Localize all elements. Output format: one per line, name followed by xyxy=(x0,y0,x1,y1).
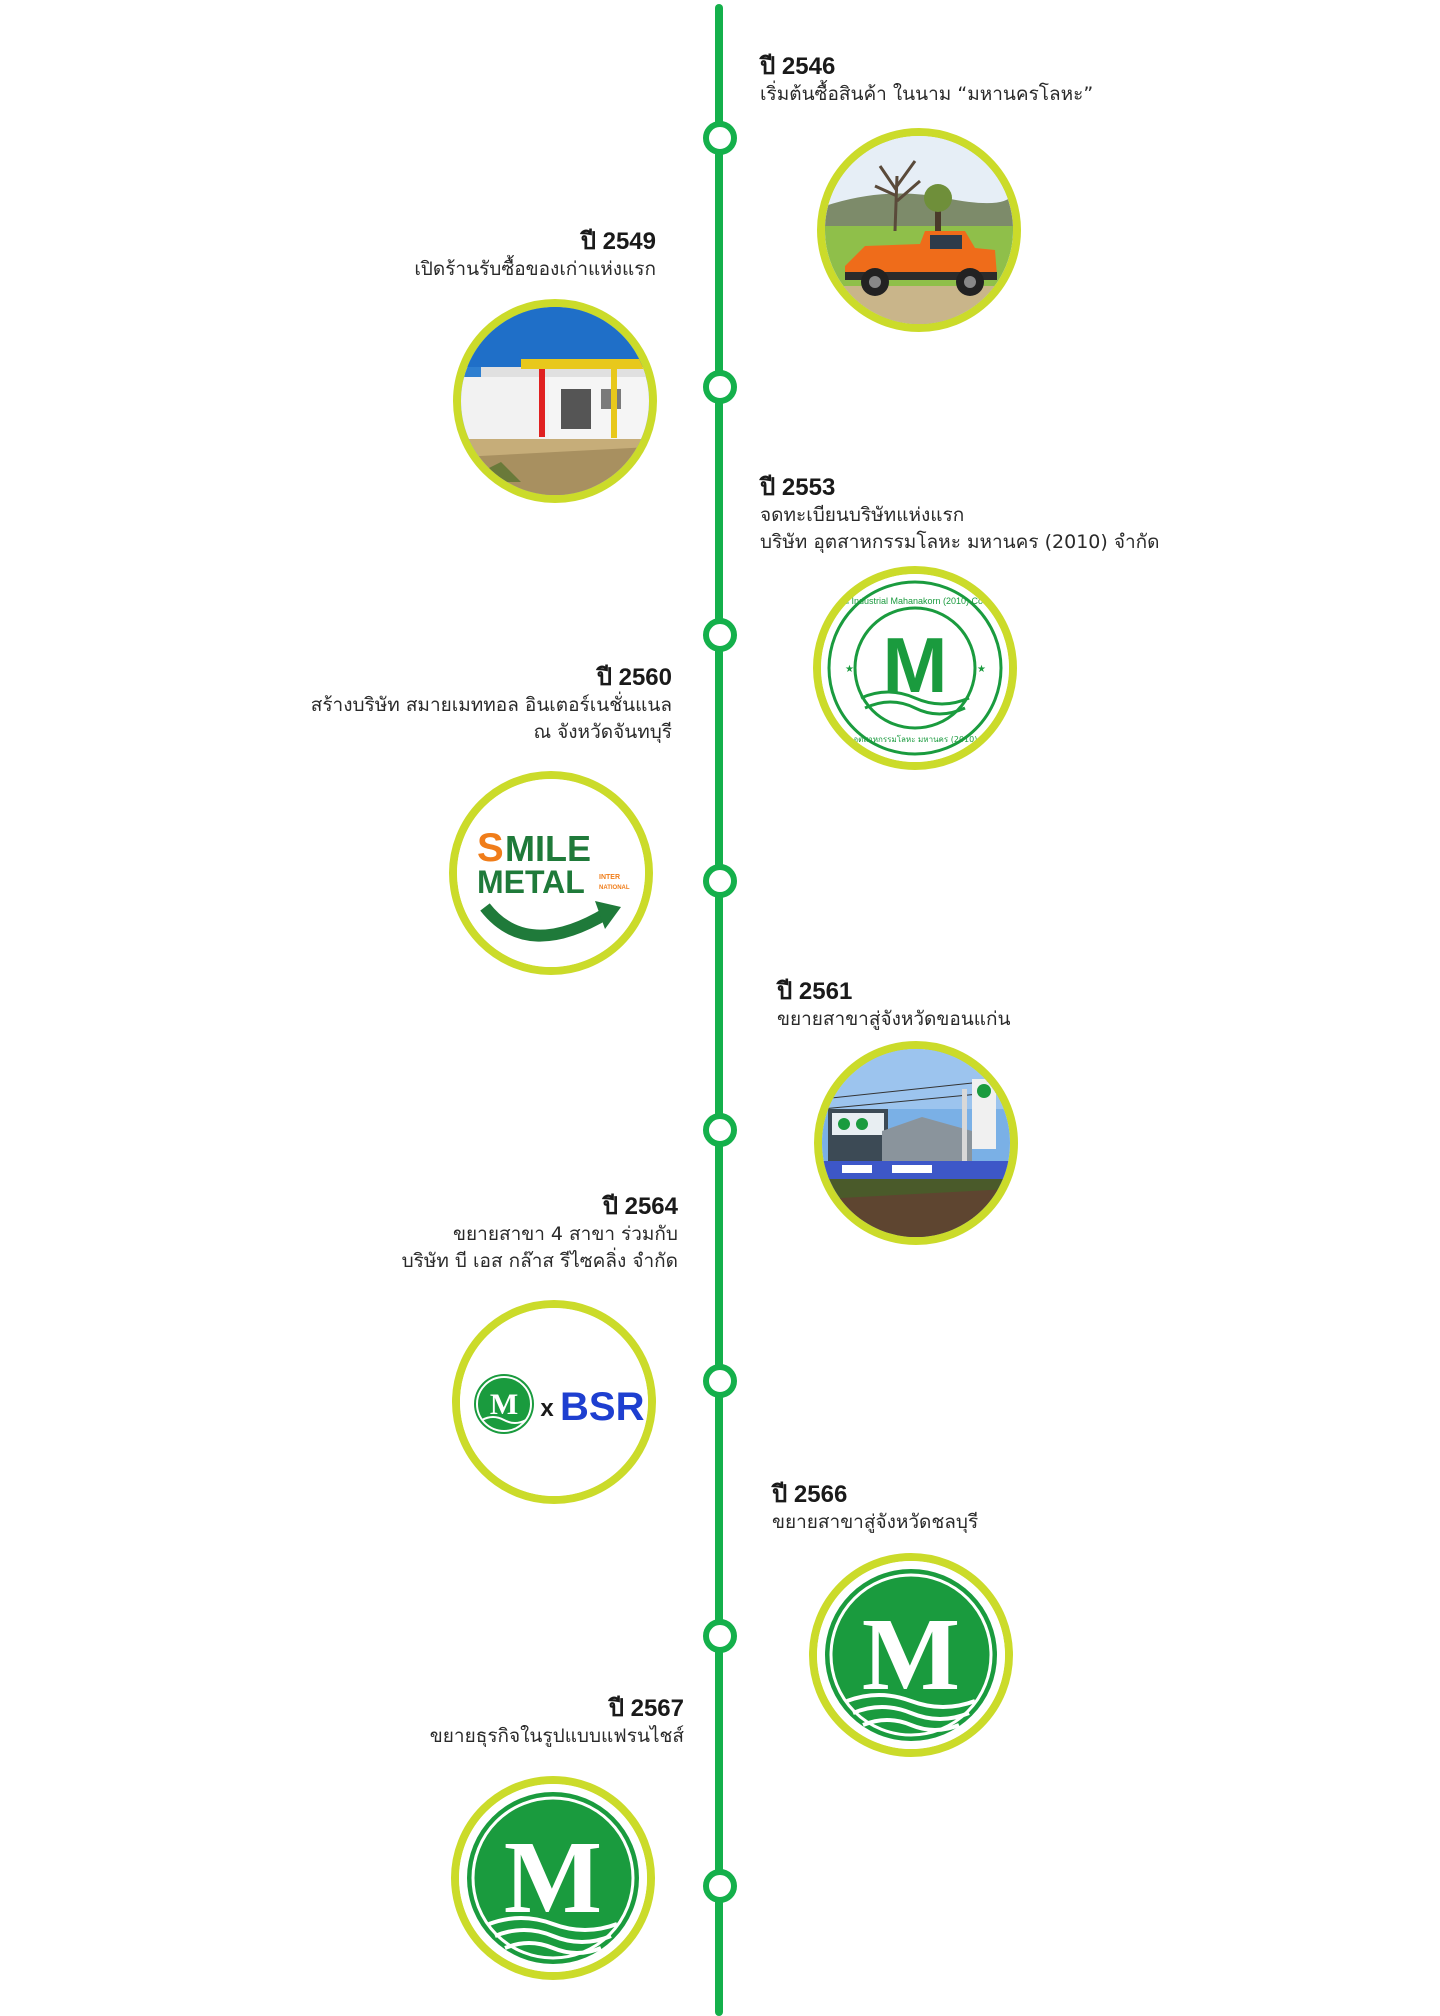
m-x-bsr-logo: M x BSR xyxy=(452,1300,656,1504)
entry-description: ขยายสาขาสู่จังหวัดขอนแก่น xyxy=(777,1008,1011,1030)
m-letter: M xyxy=(504,1820,602,1935)
entry-description: จดทะเบียนบริษัทแห่งแรก xyxy=(760,504,965,526)
timeline-entry-2561: ปี 2561 ขยายสาขาสู่จังหวัดขอนแก่น xyxy=(777,978,1237,1033)
timeline-node xyxy=(703,864,737,898)
entry-description: สร้างบริษัท สมายเมททอล อินเตอร์เนชั่นแนล xyxy=(310,694,672,716)
timeline-entry-2560: ปี 2560 สร้างบริษัท สมายเมททอล อินเตอร์เ… xyxy=(200,664,672,746)
entry-year: ปี 2567 xyxy=(608,1695,684,1722)
timeline-entry-2564: ปี 2564 ขยายสาขา 4 สาขา ร่วมกับ บริษัท บ… xyxy=(200,1193,678,1275)
timeline-node xyxy=(703,121,737,155)
metal-text: METAL xyxy=(477,864,585,900)
timeline-entry-2566: ปี 2566 ขยายสาขาสู่จังหวัดชลบุรี xyxy=(772,1481,1232,1536)
entry-description: ขยายสาขา 4 สาขา ร่วมกับ xyxy=(453,1223,678,1245)
smile-letter-s: S xyxy=(477,826,504,870)
timeline-entry-2567: ปี 2567 ขยายธุรกิจในรูปแบบแฟรนไชส์ xyxy=(200,1695,684,1750)
entry-year: ปี 2564 xyxy=(602,1193,678,1220)
svg-text:★: ★ xyxy=(845,664,854,675)
entry-description: เปิดร้านรับซื้อของเก่าแห่งแรก xyxy=(414,258,656,280)
timeline-node xyxy=(703,1113,737,1147)
timeline-spine xyxy=(715,4,723,2016)
timeline-node xyxy=(703,370,737,404)
m-logo: M xyxy=(451,1776,655,1980)
entry-description: ขยายธุรกิจในรูปแบบแฟรนไชส์ xyxy=(429,1725,684,1747)
seal-m-letter: M xyxy=(883,621,948,709)
timeline-entry-2546: ปี 2546 เริ่มต้นซื้อสินค้า ในนาม “มหานคร… xyxy=(760,53,1240,108)
timeline-entry-2549: ปี 2549 เปิดร้านรับซื้อของเก่าแห่งแรก xyxy=(240,228,656,283)
entry-description: ณ จังหวัดจันทบุรี xyxy=(533,721,672,743)
timeline-node xyxy=(703,1869,737,1903)
seal-ring-text-bottom: บริษัท อุตสาหกรรมโลหะ มหานคร (2010) จำกั… xyxy=(831,734,999,744)
svg-text:★: ★ xyxy=(977,664,986,675)
national-text: NATIONAL xyxy=(599,885,630,891)
timeline-node xyxy=(703,618,737,652)
seal-ring-text-top: Metal Industrial Mahanakorn (2010) Co.,L… xyxy=(827,596,1003,606)
smile-metal-logo: S MILE METAL INTER NATIONAL xyxy=(449,771,653,975)
smile-text: MILE xyxy=(505,828,591,869)
entry-description: บริษัท บี เอส กล๊าส รีไซคลิ่ง จำกัด xyxy=(401,1250,678,1272)
orange-pickup-truck-photo xyxy=(817,128,1021,332)
entry-year: ปี 2549 xyxy=(580,228,656,255)
entry-year: ปี 2553 xyxy=(760,474,836,501)
entry-year: ปี 2566 xyxy=(772,1481,848,1508)
first-shop-building-photo xyxy=(453,299,657,503)
inter-text: INTER xyxy=(599,874,620,881)
m-letter: M xyxy=(862,1597,960,1712)
bsr-text: BSR xyxy=(560,1385,645,1429)
entry-description: เริ่มต้นซื้อสินค้า ในนาม “มหานครโลหะ” xyxy=(760,83,1094,105)
entry-year: ปี 2546 xyxy=(760,53,836,80)
entry-year: ปี 2561 xyxy=(777,978,853,1005)
khon-kaen-branch-photo xyxy=(814,1041,1018,1245)
entry-description: บริษัท อุตสาหกรรมโลหะ มหานคร (2010) จำกั… xyxy=(760,531,1160,553)
times-x: x xyxy=(540,1395,554,1422)
company-seal-logo: Metal Industrial Mahanakorn (2010) Co.,L… xyxy=(813,566,1017,770)
timeline-node xyxy=(703,1364,737,1398)
timeline-node xyxy=(703,1619,737,1653)
m-logo: M xyxy=(809,1553,1013,1757)
mx-m-letter: M xyxy=(490,1388,518,1421)
entry-year: ปี 2560 xyxy=(596,664,672,691)
entry-description: ขยายสาขาสู่จังหวัดชลบุรี xyxy=(772,1511,979,1533)
timeline-entry-2553: ปี 2553 จดทะเบียนบริษัทแห่งแรก บริษัท อุ… xyxy=(760,474,1240,556)
